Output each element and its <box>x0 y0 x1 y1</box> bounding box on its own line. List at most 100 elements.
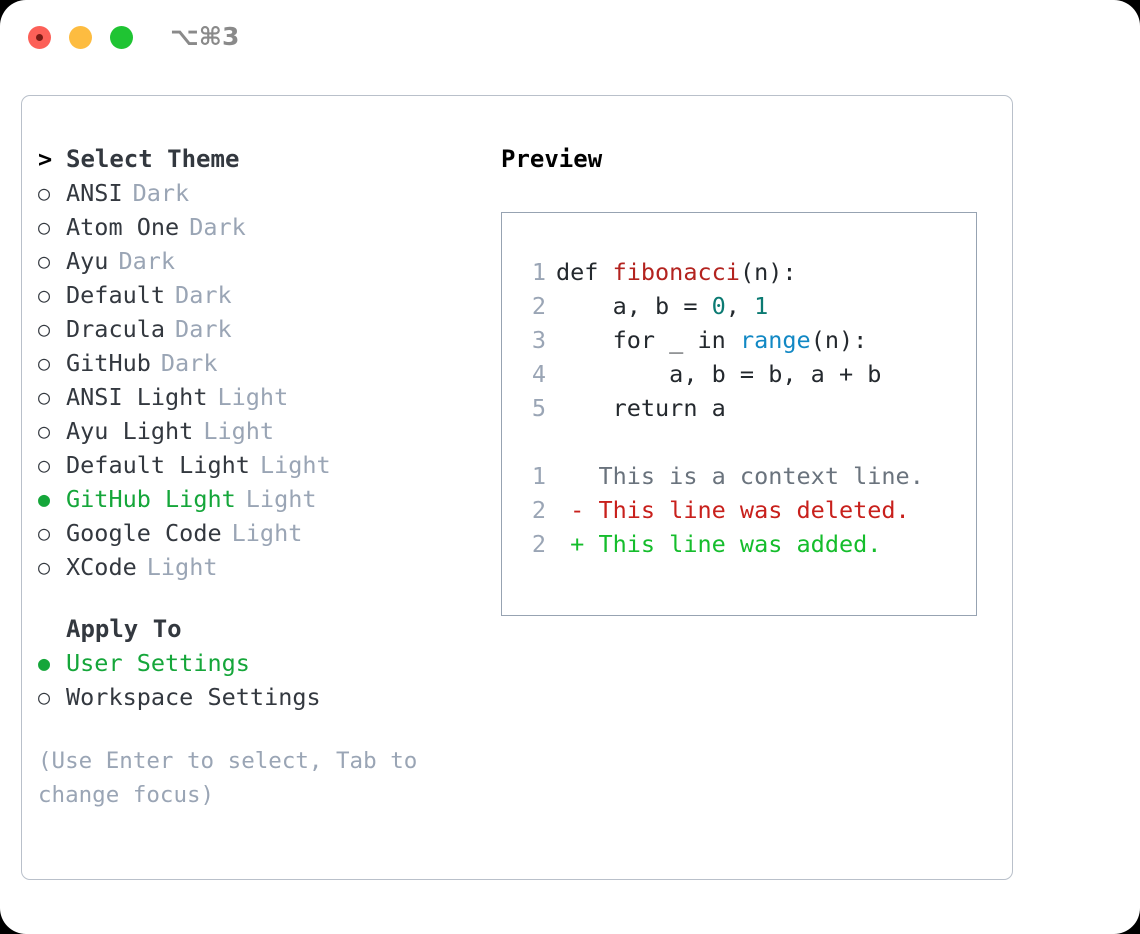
apply-to-item-user-settings[interactable]: ● User Settings <box>38 646 488 680</box>
theme-variant-tag: Dark <box>160 349 218 377</box>
radio-unselected-icon: ○ <box>38 249 51 273</box>
apply-to-item-workspace-settings[interactable]: ○ Workspace Settings <box>38 680 488 714</box>
theme-variant-tag: Dark <box>189 213 246 241</box>
item-label: ANSI <box>66 179 123 207</box>
code-token: return a <box>556 394 726 422</box>
line-number: 3 <box>531 326 546 354</box>
maximize-window-button[interactable] <box>110 26 133 49</box>
apply-to-list[interactable]: Apply To ● User Settings ○ Workspace Setting… <box>38 612 488 714</box>
code-token: a, b = b, a + b <box>556 360 882 388</box>
theme-item-ayu[interactable]: ○ Ayu Dark <box>38 244 488 278</box>
code-line: 5 return a <box>520 391 976 425</box>
keyboard-hint: (Use Enter to select, Tab to change focu… <box>38 748 418 808</box>
minimize-window-button[interactable] <box>69 26 92 49</box>
item-label: Google Code <box>66 519 222 547</box>
theme-list-header: > Select Theme <box>38 142 488 176</box>
theme-item-ansi-light[interactable]: ○ ANSI Light Light <box>38 380 488 414</box>
theme-variant-tag: Light <box>245 485 317 513</box>
line-number: 4 <box>531 360 546 388</box>
theme-variant-tag: Dark <box>175 281 232 309</box>
theme-item-default[interactable]: ○ Default Dark <box>38 278 488 312</box>
line-number: 5 <box>531 394 546 422</box>
header-caret-icon: > <box>38 145 53 173</box>
title-bar: ⌥⌘3 <box>0 0 1140 78</box>
item-label: Ayu Light <box>66 417 194 445</box>
theme-variant-tag: Light <box>231 519 303 547</box>
code-token: for _ in <box>556 326 740 354</box>
code-token: 1 <box>754 292 769 320</box>
item-label: Dracula <box>66 315 166 343</box>
line-number: 2 <box>531 496 546 524</box>
theme-variant-tag: Light <box>203 417 275 445</box>
section-title: Select Theme <box>66 145 240 173</box>
line-number: 1 <box>531 462 546 490</box>
theme-item-ayu-light[interactable]: ○ Ayu Light Light <box>38 414 488 448</box>
code-token: , <box>725 292 755 320</box>
radio-unselected-icon: ○ <box>38 317 51 341</box>
radio-unselected-icon: ○ <box>38 555 51 579</box>
diff-line: 1 This is a context line. <box>520 459 976 493</box>
code-token: fibonacci <box>612 258 740 286</box>
code-token: def <box>556 258 613 286</box>
theme-variant-tag: Light <box>259 451 331 479</box>
theme-item-xcode[interactable]: ○ XCode Light <box>38 550 488 584</box>
radio-unselected-icon: ○ <box>38 419 51 443</box>
apply-to-header: Apply To <box>38 612 488 646</box>
keyboard-shortcut-label: ⌥⌘3 <box>170 22 240 51</box>
item-label: Default Light <box>66 451 250 479</box>
preview-title: Preview <box>501 145 603 173</box>
theme-item-default-light[interactable]: ○ Default Light Light <box>38 448 488 482</box>
code-token: (n): <box>810 326 868 354</box>
radio-unselected-icon: ○ <box>38 215 51 239</box>
theme-variant-tag: Dark <box>118 247 176 275</box>
code-token: This is a context line. <box>556 462 924 490</box>
theme-variant-tag: Light <box>146 553 218 581</box>
code-diff-spacer <box>520 425 976 459</box>
diff-line: 2 + This line was added. <box>520 527 976 561</box>
radio-unselected-icon: ○ <box>38 283 51 307</box>
item-label: Atom One <box>66 213 180 241</box>
item-label: GitHub <box>66 349 151 377</box>
section-title: Apply To <box>66 615 182 643</box>
item-label: GitHub Light <box>66 485 236 513</box>
radio-unselected-icon: ○ <box>38 385 51 409</box>
item-label: ANSI Light <box>66 383 208 411</box>
radio-unselected-icon: ○ <box>38 685 51 709</box>
radio-unselected-icon: ○ <box>38 453 51 477</box>
item-label: Ayu <box>66 247 109 275</box>
close-window-button[interactable] <box>28 26 51 49</box>
code-line: 2 a, b = 0, 1 <box>520 289 976 323</box>
item-label: Default <box>66 281 166 309</box>
code-line: 4 a, b = b, a + b <box>520 357 976 391</box>
code-token: 0 <box>711 292 726 320</box>
item-label: Workspace Settings <box>66 683 321 711</box>
radio-selected-icon: ● <box>38 651 51 675</box>
theme-variant-tag: Dark <box>175 315 232 343</box>
theme-variant-tag: Dark <box>132 179 190 207</box>
item-label: User Settings <box>66 649 250 677</box>
diff-line: 2 - This line was deleted. <box>520 493 976 527</box>
theme-item-atom-one[interactable]: ○ Atom One Dark <box>38 210 488 244</box>
item-label: XCode <box>66 553 137 581</box>
window-controls <box>28 26 133 49</box>
line-number: 2 <box>531 530 546 558</box>
section-divider <box>38 584 488 612</box>
theme-item-dracula[interactable]: ○ Dracula Dark <box>38 312 488 346</box>
code-token: a, b = <box>556 292 712 320</box>
code-token: range <box>739 326 811 354</box>
diff-sample: 1 This is a context line.2 - This line w… <box>520 459 976 561</box>
theme-variant-tag: Light <box>217 383 289 411</box>
code-token: (n): <box>739 258 797 286</box>
